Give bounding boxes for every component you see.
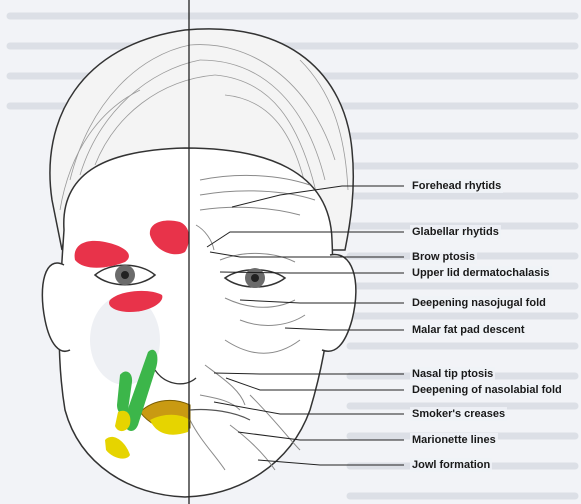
label-malar-fat-pad-descent: Malar fat pad descent xyxy=(410,323,526,337)
label-smokers-creases: Smoker's creases xyxy=(410,407,507,421)
label-nasal-tip-ptosis: Nasal tip ptosis xyxy=(410,367,495,381)
label-marionette-lines: Marionette lines xyxy=(410,433,498,447)
label-glabellar-rhytids: Glabellar rhytids xyxy=(410,225,501,239)
label-deepening-nasojugal-fold: Deepening nasojugal fold xyxy=(410,296,548,310)
label-forehead-rhytids: Forehead rhytids xyxy=(410,179,503,193)
label-brow-ptosis: Brow ptosis xyxy=(410,250,477,264)
label-upper-lid-dermatochalasis: Upper lid dermatochalasis xyxy=(410,266,552,280)
label-deepening-nasolabial-fold: Deepening of nasolabial fold xyxy=(410,383,564,397)
label-jowl-formation: Jowl formation xyxy=(410,458,492,472)
